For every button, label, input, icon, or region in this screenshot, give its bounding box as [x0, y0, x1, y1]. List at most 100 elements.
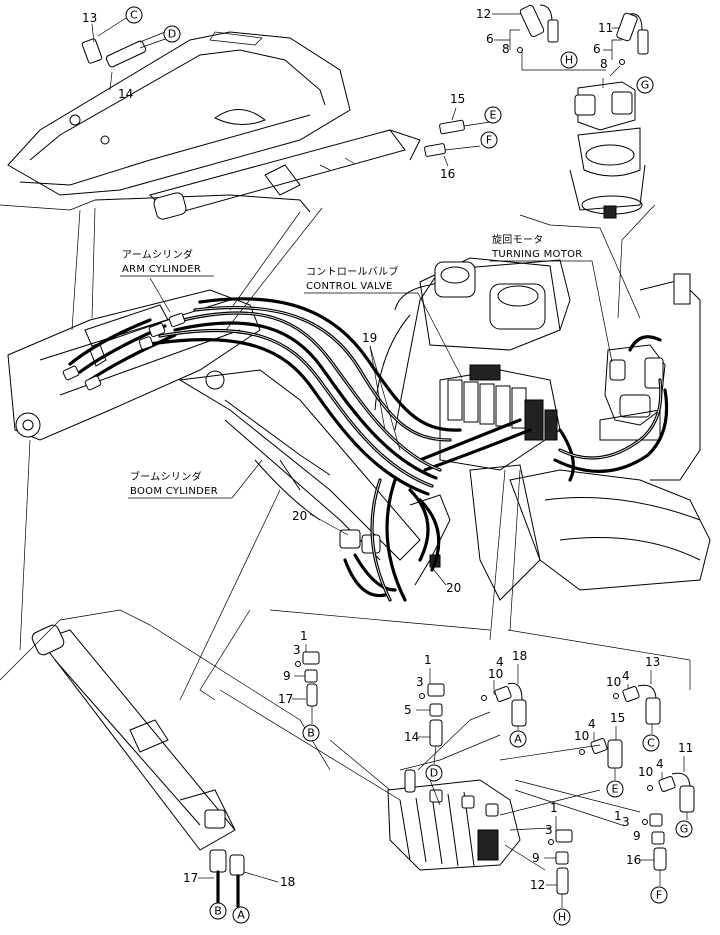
inset-turning-motor: 12 6 8 11 6 8 [476, 4, 649, 219]
arm-cylinder-jp: アームシリンダ [122, 248, 193, 261]
main-arm-assembly [7, 257, 711, 601]
label-19: 19 [362, 331, 401, 451]
callout-c-r: C [642, 734, 660, 752]
part-label-12-r4: 12 [530, 878, 545, 892]
part-label-3-r4: 3 [545, 823, 553, 837]
label-20-right: 20 [433, 569, 461, 595]
callout-g-r: G [675, 820, 693, 838]
pointer-lines-top [71, 204, 656, 331]
inset-boom-top [0, 31, 351, 213]
callout-h-r-letter: H [558, 911, 566, 924]
callout-e-letter: E [490, 109, 497, 122]
part-label-20-right: 20 [446, 581, 461, 595]
callout-a-bottom-letter: A [237, 909, 245, 922]
part-label-15-r2: 15 [610, 711, 625, 725]
part-label-17-left: 17 [278, 692, 293, 706]
callout-a-mid: A [509, 730, 527, 748]
fitting-group-r1: 10 4 13 [606, 655, 661, 734]
part-label-14: 14 [118, 87, 133, 101]
callout-d-letter: D [168, 28, 176, 41]
part-label-14-mid: 14 [404, 730, 419, 744]
callout-h-top: H [560, 51, 578, 69]
callout-g-letter: G [641, 79, 650, 92]
part-label-18-mid: 18 [512, 649, 527, 663]
part-label-1-left: 1 [300, 629, 308, 643]
label-boom-cylinder: ブームシリンダ BOOM CYLINDER [128, 459, 263, 499]
callout-e-r: E [606, 780, 624, 798]
part-label-9-far: 9 [633, 829, 641, 843]
callout-e-r-letter: E [612, 783, 619, 796]
part-label-8-right: 8 [600, 57, 608, 71]
part-label-5-mid: 5 [404, 703, 412, 717]
callout-f-top: F [480, 131, 498, 149]
callout-b-bottom-letter: B [214, 905, 222, 918]
boom-cylinder-jp: ブームシリンダ [130, 470, 202, 483]
part-label-16: 16 [440, 167, 455, 181]
fitting-group-r3: 10 4 11 [638, 741, 695, 820]
part-label-11-r3: 11 [678, 741, 693, 755]
part-label-8-left: 8 [502, 42, 510, 56]
callout-b-left: B [302, 724, 320, 742]
fitting-group-far: 3 9 1 16 [614, 809, 667, 886]
fitting-group-mid: 1 3 5 14 10 4 18 [404, 649, 527, 765]
part-label-19: 19 [362, 331, 377, 345]
part-label-15: 15 [450, 92, 465, 106]
part-label-3-far: 3 [622, 815, 630, 829]
callout-f-r: F [650, 886, 668, 904]
callout-h-letter: H [565, 54, 573, 67]
part-label-4-r2: 4 [588, 717, 596, 731]
part-label-9-r4: 9 [532, 851, 540, 865]
callout-b-left-letter: B [307, 727, 315, 740]
part-label-6-right: 6 [593, 42, 601, 56]
part-label-1-far: 1 [614, 809, 622, 823]
detail-boom-cylinder: 17 18 [0, 609, 331, 908]
part-label-1-mid: 1 [424, 653, 432, 667]
part-label-16-far: 16 [626, 853, 641, 867]
part-label-10-r1: 10 [606, 675, 621, 689]
part-label-17-bottom: 17 [183, 871, 198, 885]
part-label-12: 12 [476, 7, 491, 21]
pointer-lines-bottom [19, 439, 691, 701]
callout-d-mid-letter: D [430, 767, 438, 780]
control-valve-jp: コントロールバルブ [306, 265, 399, 278]
callout-a-bottom: A [232, 906, 250, 924]
label-20-left: 20 [292, 509, 349, 536]
callout-d-mid: D [425, 764, 443, 782]
callout-c-top: C [97, 6, 143, 37]
fitting-group-r4: 1 3 9 12 [530, 801, 573, 908]
turning-motor-jp: 旋回モータ [492, 233, 544, 246]
part-label-13-r1: 13 [645, 655, 660, 669]
part-label-18-bottom: 18 [280, 875, 295, 889]
part-label-10-r3: 10 [638, 765, 653, 779]
label-control-valve: コントロールバルブ CONTROL VALVE [304, 265, 463, 379]
part-label-11: 11 [598, 21, 613, 35]
callout-e-top: E [484, 106, 502, 124]
part-label-10-r2: 10 [574, 729, 589, 743]
callout-h-r: H [553, 908, 571, 926]
callout-g-r-letter: G [680, 823, 689, 836]
label-arm-cylinder: アームシリンダ ARM CYLINDER [120, 248, 214, 313]
callout-g-top: G [636, 76, 654, 94]
part-label-3-mid: 3 [416, 675, 424, 689]
part-label-4-r1: 4 [622, 669, 630, 683]
fitting-group-left: 1 3 9 17 [278, 629, 320, 724]
arm-fittings [62, 312, 186, 391]
part-label-1-r4: 1 [550, 801, 558, 815]
fittings-13-14-top: 13 14 [81, 11, 169, 101]
part-label-6-left: 6 [486, 32, 494, 46]
control-valve-exploded [219, 689, 641, 871]
callout-a-mid-letter: A [514, 733, 522, 746]
callout-f-letter: F [486, 134, 492, 147]
callout-b-bottom: B [209, 902, 227, 920]
fitting-group-r2: 10 4 15 [574, 711, 625, 780]
label-turning-motor: 旋回モータ TURNING MOTOR [490, 233, 613, 363]
part-label-4-r3: 4 [656, 757, 664, 771]
callout-f-r-letter: F [656, 889, 662, 902]
control-valve-en: CONTROL VALVE [306, 281, 393, 292]
part-label-3-left: 3 [293, 643, 301, 657]
turning-motor-en: TURNING MOTOR [491, 249, 583, 260]
part-label-20-left: 20 [292, 509, 307, 523]
part-label-9-left: 9 [283, 669, 291, 683]
part-label-4-mid: 4 [496, 655, 504, 669]
